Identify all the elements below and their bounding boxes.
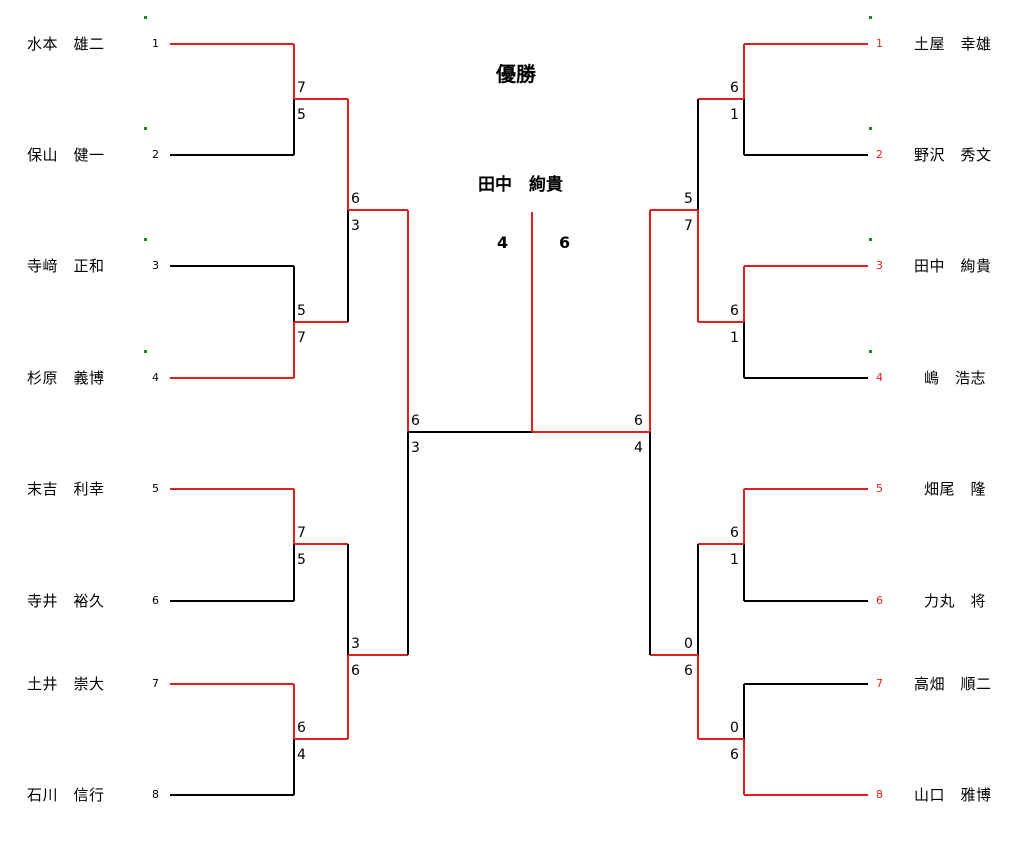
- final-score-right: 6: [559, 233, 571, 252]
- left-r2-score-top: 6: [351, 191, 360, 207]
- right-r1-score-bottom: 1: [730, 107, 739, 123]
- right-r1-score-top: 6: [730, 303, 739, 319]
- left-r2-score-bottom: 3: [351, 218, 360, 234]
- left-bracket: [170, 43, 532, 796]
- right-r1-score-bottom: 1: [730, 330, 739, 346]
- right-seed-number: 5: [876, 482, 883, 495]
- right-r1-score-bottom: 1: [730, 552, 739, 568]
- left-seed-number: 5: [152, 482, 159, 495]
- left-seed-number: 2: [152, 148, 159, 161]
- right-r2-score-top: 0: [684, 636, 693, 652]
- left-player-name: 水本 雄二: [27, 35, 105, 53]
- left-player-name: 土井 崇大: [27, 675, 105, 693]
- left-r1-score-bottom: 7: [297, 330, 306, 346]
- left-r1-score-bottom: 5: [297, 107, 306, 123]
- right-r1-score-top: 6: [730, 80, 739, 96]
- tick-mark: [144, 16, 147, 19]
- left-seed-number: 8: [152, 788, 159, 801]
- left-r1-score-top: 5: [297, 303, 306, 319]
- right-r1-score-bottom: 6: [730, 747, 739, 763]
- right-seed-number: 4: [876, 371, 883, 384]
- left-seed-number: 1: [152, 37, 159, 50]
- left-r1-score-bottom: 4: [297, 747, 306, 763]
- left-player-name: 保山 健一: [27, 146, 105, 164]
- left-player-name: 石川 信行: [27, 786, 105, 804]
- right-player-name: 力丸 将: [924, 592, 987, 610]
- left-sf-score-bottom: 3: [411, 440, 420, 456]
- right-sf-score-top: 6: [634, 413, 643, 429]
- right-r2-score-bottom: 7: [684, 218, 693, 234]
- right-r1-score-top: 0: [730, 720, 739, 736]
- right-seed-number: 8: [876, 788, 883, 801]
- left-r2-score-top: 3: [351, 636, 360, 652]
- left-player-name: 寺井 裕久: [27, 592, 105, 610]
- tick-mark: [869, 350, 872, 353]
- final-score-left: 4: [497, 233, 509, 252]
- right-player-name: 田中 絢貴: [914, 257, 992, 275]
- tick-mark: [144, 238, 147, 241]
- left-r1-score-bottom: 5: [297, 552, 306, 568]
- right-seed-number: 2: [876, 148, 883, 161]
- right-player-name: 高畑 順二: [914, 675, 992, 693]
- tick-mark: [869, 16, 872, 19]
- right-seed-number: 3: [876, 259, 883, 272]
- left-seed-number: 4: [152, 371, 159, 384]
- tick-mark: [144, 127, 147, 130]
- left-r1-score-top: 6: [297, 720, 306, 736]
- champion-title: 優勝: [496, 62, 536, 86]
- right-player-name: 嶋 浩志: [924, 369, 987, 387]
- left-seed-number: 7: [152, 677, 159, 690]
- right-seed-number: 1: [876, 37, 883, 50]
- right-r2-score-top: 5: [684, 191, 693, 207]
- right-bracket: [532, 43, 868, 796]
- right-sf-score-bottom: 4: [634, 440, 643, 456]
- tick-mark: [869, 127, 872, 130]
- left-seed-number: 3: [152, 259, 159, 272]
- left-player-name: 末吉 利幸: [27, 480, 105, 498]
- right-player-name: 山口 雅博: [914, 786, 992, 804]
- left-player-name: 杉原 義博: [27, 369, 105, 387]
- left-r2-score-bottom: 6: [351, 663, 360, 679]
- right-player-name: 土屋 幸雄: [914, 35, 992, 53]
- right-r1-score-top: 6: [730, 525, 739, 541]
- tick-mark: [869, 238, 872, 241]
- left-seed-number: 6: [152, 594, 159, 607]
- right-r2-score-bottom: 6: [684, 663, 693, 679]
- right-seed-number: 6: [876, 594, 883, 607]
- right-player-name: 野沢 秀文: [914, 146, 992, 164]
- left-r1-score-top: 7: [297, 80, 306, 96]
- left-player-name: 寺﨑 正和: [27, 257, 105, 275]
- right-player-name: 畑尾 隆: [924, 480, 987, 498]
- left-r1-score-top: 7: [297, 525, 306, 541]
- left-sf-score-top: 6: [411, 413, 420, 429]
- champion-name: 田中 絢貴: [478, 175, 563, 195]
- tick-mark: [144, 350, 147, 353]
- right-seed-number: 7: [876, 677, 883, 690]
